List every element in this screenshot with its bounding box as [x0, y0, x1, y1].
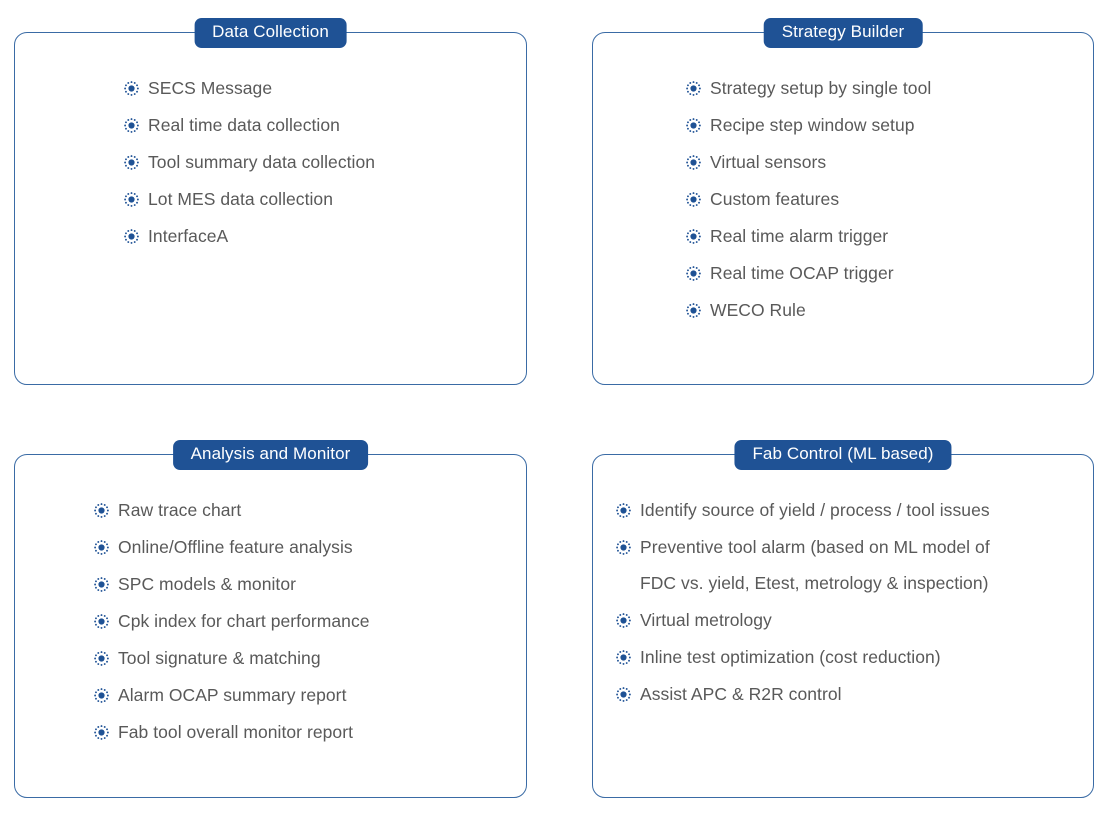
list-item-label: Custom features [710, 189, 840, 209]
radiating-dot-icon [615, 612, 632, 629]
panel-title-data-collection: Data Collection [194, 18, 347, 48]
list-item-label: Inline test optimization (cost reduction… [640, 646, 941, 667]
list-item: Lot MES data collection [123, 188, 510, 211]
list-item-label: Virtual metrology [640, 609, 772, 630]
list-item-label: Real time OCAP trigger [710, 263, 894, 283]
list-item-label: SECS Message [148, 78, 273, 98]
list-item-label: Alarm OCAP summary report [118, 685, 347, 705]
list-item: WECO Rule [685, 299, 1081, 322]
list-item: Strategy setup by single tool [685, 77, 1081, 100]
list-item: InterfaceA [123, 225, 510, 248]
radiating-dot-icon [615, 502, 632, 519]
list-item-label: Lot MES data collection [148, 189, 334, 209]
list-item: Virtual metrology [615, 609, 1079, 632]
radiating-dot-icon [93, 502, 110, 519]
radiating-dot-icon [685, 302, 702, 319]
list-item-label: Preventive tool alarm (based on ML model… [640, 537, 990, 593]
list-item: Cpk index for chart performance [93, 610, 510, 633]
radiating-dot-icon [123, 228, 140, 245]
list-item: Alarm OCAP summary report [93, 684, 510, 707]
radiating-dot-icon [615, 539, 632, 556]
list-item: Real time data collection [123, 114, 510, 137]
radiating-dot-icon [685, 191, 702, 208]
list-item: Raw trace chart [93, 499, 510, 522]
list-item-label: Real time alarm trigger [710, 226, 889, 246]
radiating-dot-icon [93, 724, 110, 741]
list-item: Identify source of yield / process / too… [615, 499, 1079, 522]
list-item-label: Cpk index for chart performance [118, 611, 370, 631]
list-item-label-continuation: FDC vs. yield, Etest, metrology & inspec… [640, 572, 989, 593]
list-item: Online/Offline feature analysis [93, 536, 510, 559]
radiating-dot-icon [123, 80, 140, 97]
list-item: Virtual sensors [685, 151, 1081, 174]
radiating-dot-icon [123, 154, 140, 171]
radiating-dot-icon [123, 117, 140, 134]
radiating-dot-icon [685, 154, 702, 171]
list-item-label: Online/Offline feature analysis [118, 537, 353, 557]
panel-title-fab-control: Fab Control (ML based) [734, 440, 952, 470]
panel-fab-control: Fab Control (ML based) Identify source o… [592, 440, 1094, 798]
radiating-dot-icon [685, 265, 702, 282]
panel-strategy-builder: Strategy Builder Strategy setup by singl… [592, 18, 1094, 385]
list-item-label: Identify source of yield / process / too… [640, 500, 990, 520]
list-item-label: Real time data collection [148, 115, 340, 135]
list-item: Custom features [685, 188, 1081, 211]
list-item-label: WECO Rule [710, 300, 806, 320]
list-item-label: InterfaceA [148, 226, 229, 246]
list-item: Inline test optimization (cost reduction… [615, 646, 1079, 669]
list-item: SECS Message [123, 77, 510, 100]
list-item: Preventive tool alarm (based on ML model… [615, 536, 1079, 594]
list-item-label: Fab tool overall monitor report [118, 722, 353, 742]
radiating-dot-icon [685, 228, 702, 245]
list-item: Real time OCAP trigger [685, 262, 1081, 285]
list-item-label: Tool signature & matching [118, 648, 321, 668]
radiating-dot-icon [685, 80, 702, 97]
list-item-label: Assist APC & R2R control [640, 683, 842, 704]
list-item: Fab tool overall monitor report [93, 721, 510, 744]
list-item: SPC models & monitor [93, 573, 510, 596]
radiating-dot-icon [93, 539, 110, 556]
panel-title-strategy-builder: Strategy Builder [763, 18, 923, 48]
radiating-dot-icon [93, 613, 110, 630]
radiating-dot-icon [123, 191, 140, 208]
list-item-label: Raw trace chart [118, 500, 242, 520]
list-item-label: Strategy setup by single tool [710, 78, 932, 98]
radiating-dot-icon [615, 686, 632, 703]
radiating-dot-icon [93, 650, 110, 667]
list-item: Recipe step window setup [685, 114, 1081, 137]
list-item: Tool signature & matching [93, 647, 510, 670]
list-item-label: Tool summary data collection [148, 152, 376, 172]
radiating-dot-icon [93, 576, 110, 593]
list-item-label: Virtual sensors [710, 152, 827, 172]
list-item-label: Recipe step window setup [710, 115, 915, 135]
radiating-dot-icon [685, 117, 702, 134]
radiating-dot-icon [615, 649, 632, 666]
list-item: Assist APC & R2R control [615, 683, 1079, 706]
radiating-dot-icon [93, 687, 110, 704]
list-item: Real time alarm trigger [685, 225, 1081, 248]
feature-list-fab-control: Identify source of yield / process / too… [593, 499, 1093, 720]
panel-title-analysis-and-monitor: Analysis and Monitor [172, 440, 369, 470]
list-item: Tool summary data collection [123, 151, 510, 174]
list-item-label: SPC models & monitor [118, 574, 297, 594]
